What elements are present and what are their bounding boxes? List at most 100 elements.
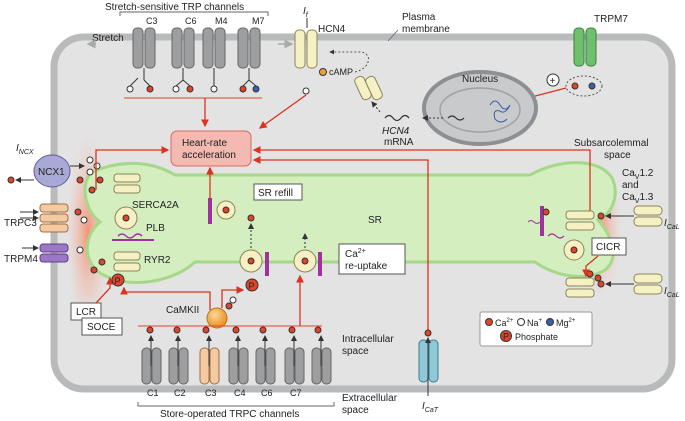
intracellular-label-2: space <box>342 346 369 357</box>
ryr2-ion-2 <box>90 266 98 274</box>
store-operated-label: Store-operated TRPC channels <box>160 409 299 420</box>
left-ryr-upper <box>113 173 141 194</box>
sr-refill-phosphate-label: P <box>249 281 255 291</box>
hcn4-mrna-strand <box>384 114 410 122</box>
camkii-to-refill <box>221 286 245 308</box>
plasma-membrane-pointer <box>387 29 399 42</box>
ical-label-lower: ICaL <box>664 286 680 299</box>
camp-label: cAMP <box>329 67 353 77</box>
left-ryr2 <box>113 251 141 272</box>
serca2a-ion <box>122 214 130 222</box>
legend-ca-label: Ca2+ <box>495 318 514 328</box>
c3-label: C3 <box>146 16 158 26</box>
stretch-label: Stretch <box>92 33 124 44</box>
trpc3-channel <box>39 203 69 233</box>
heart-rate-label-2: acceleration <box>182 150 236 161</box>
ncx1-na-2 <box>93 162 101 170</box>
ncx1-na-3 <box>86 168 94 176</box>
cav12-label: CaV1.2 <box>622 168 654 181</box>
icat-label: ICaT <box>422 401 439 414</box>
legend-na-label: Na+ <box>527 318 543 328</box>
cav13-label: CaV1.3 <box>622 192 654 205</box>
channel-trpc3-stretch <box>132 27 156 69</box>
trpm7-mg-ion <box>588 82 596 90</box>
nucleus-inner <box>439 87 521 133</box>
cav-channel-upper <box>633 205 663 227</box>
plasma-membrane-label-2: membrane <box>402 24 450 35</box>
c3b-label: C3 <box>205 388 217 398</box>
sr-refill-box <box>253 183 303 201</box>
hcn4-to-hr-arrow <box>258 94 307 129</box>
plus-circle <box>546 73 560 87</box>
heart-rate-label-1: Heart-rate <box>182 138 227 149</box>
camp-dot <box>319 68 327 76</box>
ncx1-na-1 <box>86 156 94 164</box>
heart-rate-box <box>170 130 252 167</box>
hcn4-translation-protein <box>354 75 383 101</box>
intracellular-label-1: Intracellular <box>342 334 394 345</box>
right-plb-squiggle <box>547 233 565 239</box>
soc-channel-arrows <box>148 335 324 366</box>
trpm4-label: TRPM4 <box>4 254 38 265</box>
legend-phosphate-symbol: P <box>503 332 509 342</box>
c1-label: C1 <box>147 388 159 398</box>
legend-mg-label: Mg2+ <box>556 318 576 328</box>
sr-refill-phosphate <box>245 278 259 292</box>
stretch-bracket <box>119 11 269 16</box>
left-ion-a <box>96 176 104 184</box>
sarcoplasmic-reticulum <box>83 161 617 284</box>
right-ryr-ion-2 <box>594 274 602 282</box>
trpm7-channel <box>573 27 597 67</box>
sr-refill-ion <box>247 214 255 222</box>
left-ion-b <box>88 186 96 194</box>
legend-mg-swatch <box>546 318 554 326</box>
soc-ions <box>146 326 322 334</box>
extracellular-label-2: space <box>342 405 369 416</box>
subsarcolemmal-label-2: space <box>604 150 631 161</box>
ncx1-label: NCX1 <box>38 167 65 178</box>
nuclear-mrna <box>447 115 465 121</box>
right-ca-to-hr <box>252 146 591 215</box>
sr-refill-pump <box>239 249 269 276</box>
lcr-arrow <box>95 276 114 304</box>
c6-label: C6 <box>185 16 197 26</box>
hcn4-channel <box>294 29 318 69</box>
c7-label: C7 <box>290 388 302 398</box>
left-ca-to-hr <box>95 146 170 190</box>
stretch-ion-flows <box>129 68 257 87</box>
trpc3-ion <box>74 208 82 216</box>
ical-lower-ion <box>597 280 605 288</box>
nucleus-label: Nucleus <box>462 74 498 85</box>
cicr-label: CICR <box>596 242 620 253</box>
sr-label: SR <box>368 215 382 226</box>
camkii-label: CaMKII <box>166 305 199 316</box>
soc-channels <box>141 347 332 385</box>
if-label: If <box>303 6 309 19</box>
cicr-arrow <box>582 255 599 278</box>
c2-label: C2 <box>174 388 186 398</box>
ryr2-ion-1 <box>98 258 106 266</box>
ca-reuptake-label-2: re-uptake <box>345 261 388 272</box>
subsarcolemmal-label-1: Subsarcolemmal <box>574 138 648 149</box>
store-operated-bracket <box>137 402 335 407</box>
hcn4-label: HCN4 <box>318 24 346 35</box>
channel-trpm4-stretch <box>202 27 226 69</box>
extracellular-label-1: Extracellular <box>342 393 398 404</box>
ryr2-label: RYR2 <box>144 255 171 266</box>
middle-sr-serca <box>208 198 236 224</box>
tcal-to-hr <box>252 156 429 330</box>
lcr-phosphate <box>111 273 125 287</box>
nuclear-dna <box>489 100 511 123</box>
trpm4-channel <box>39 243 69 263</box>
tcal-channel <box>418 339 439 383</box>
ncx1-out-ion <box>7 176 15 184</box>
right-ryr-lower <box>565 277 595 298</box>
cav-channel-lower <box>633 273 663 295</box>
trpm4-ion <box>76 246 84 254</box>
m7-label: M7 <box>252 16 265 26</box>
lcr-label: LCR <box>76 307 96 318</box>
trpc3-na-ion <box>80 216 88 224</box>
camkii-ion-1 <box>225 302 233 310</box>
incx-label: INCX <box>16 143 34 156</box>
